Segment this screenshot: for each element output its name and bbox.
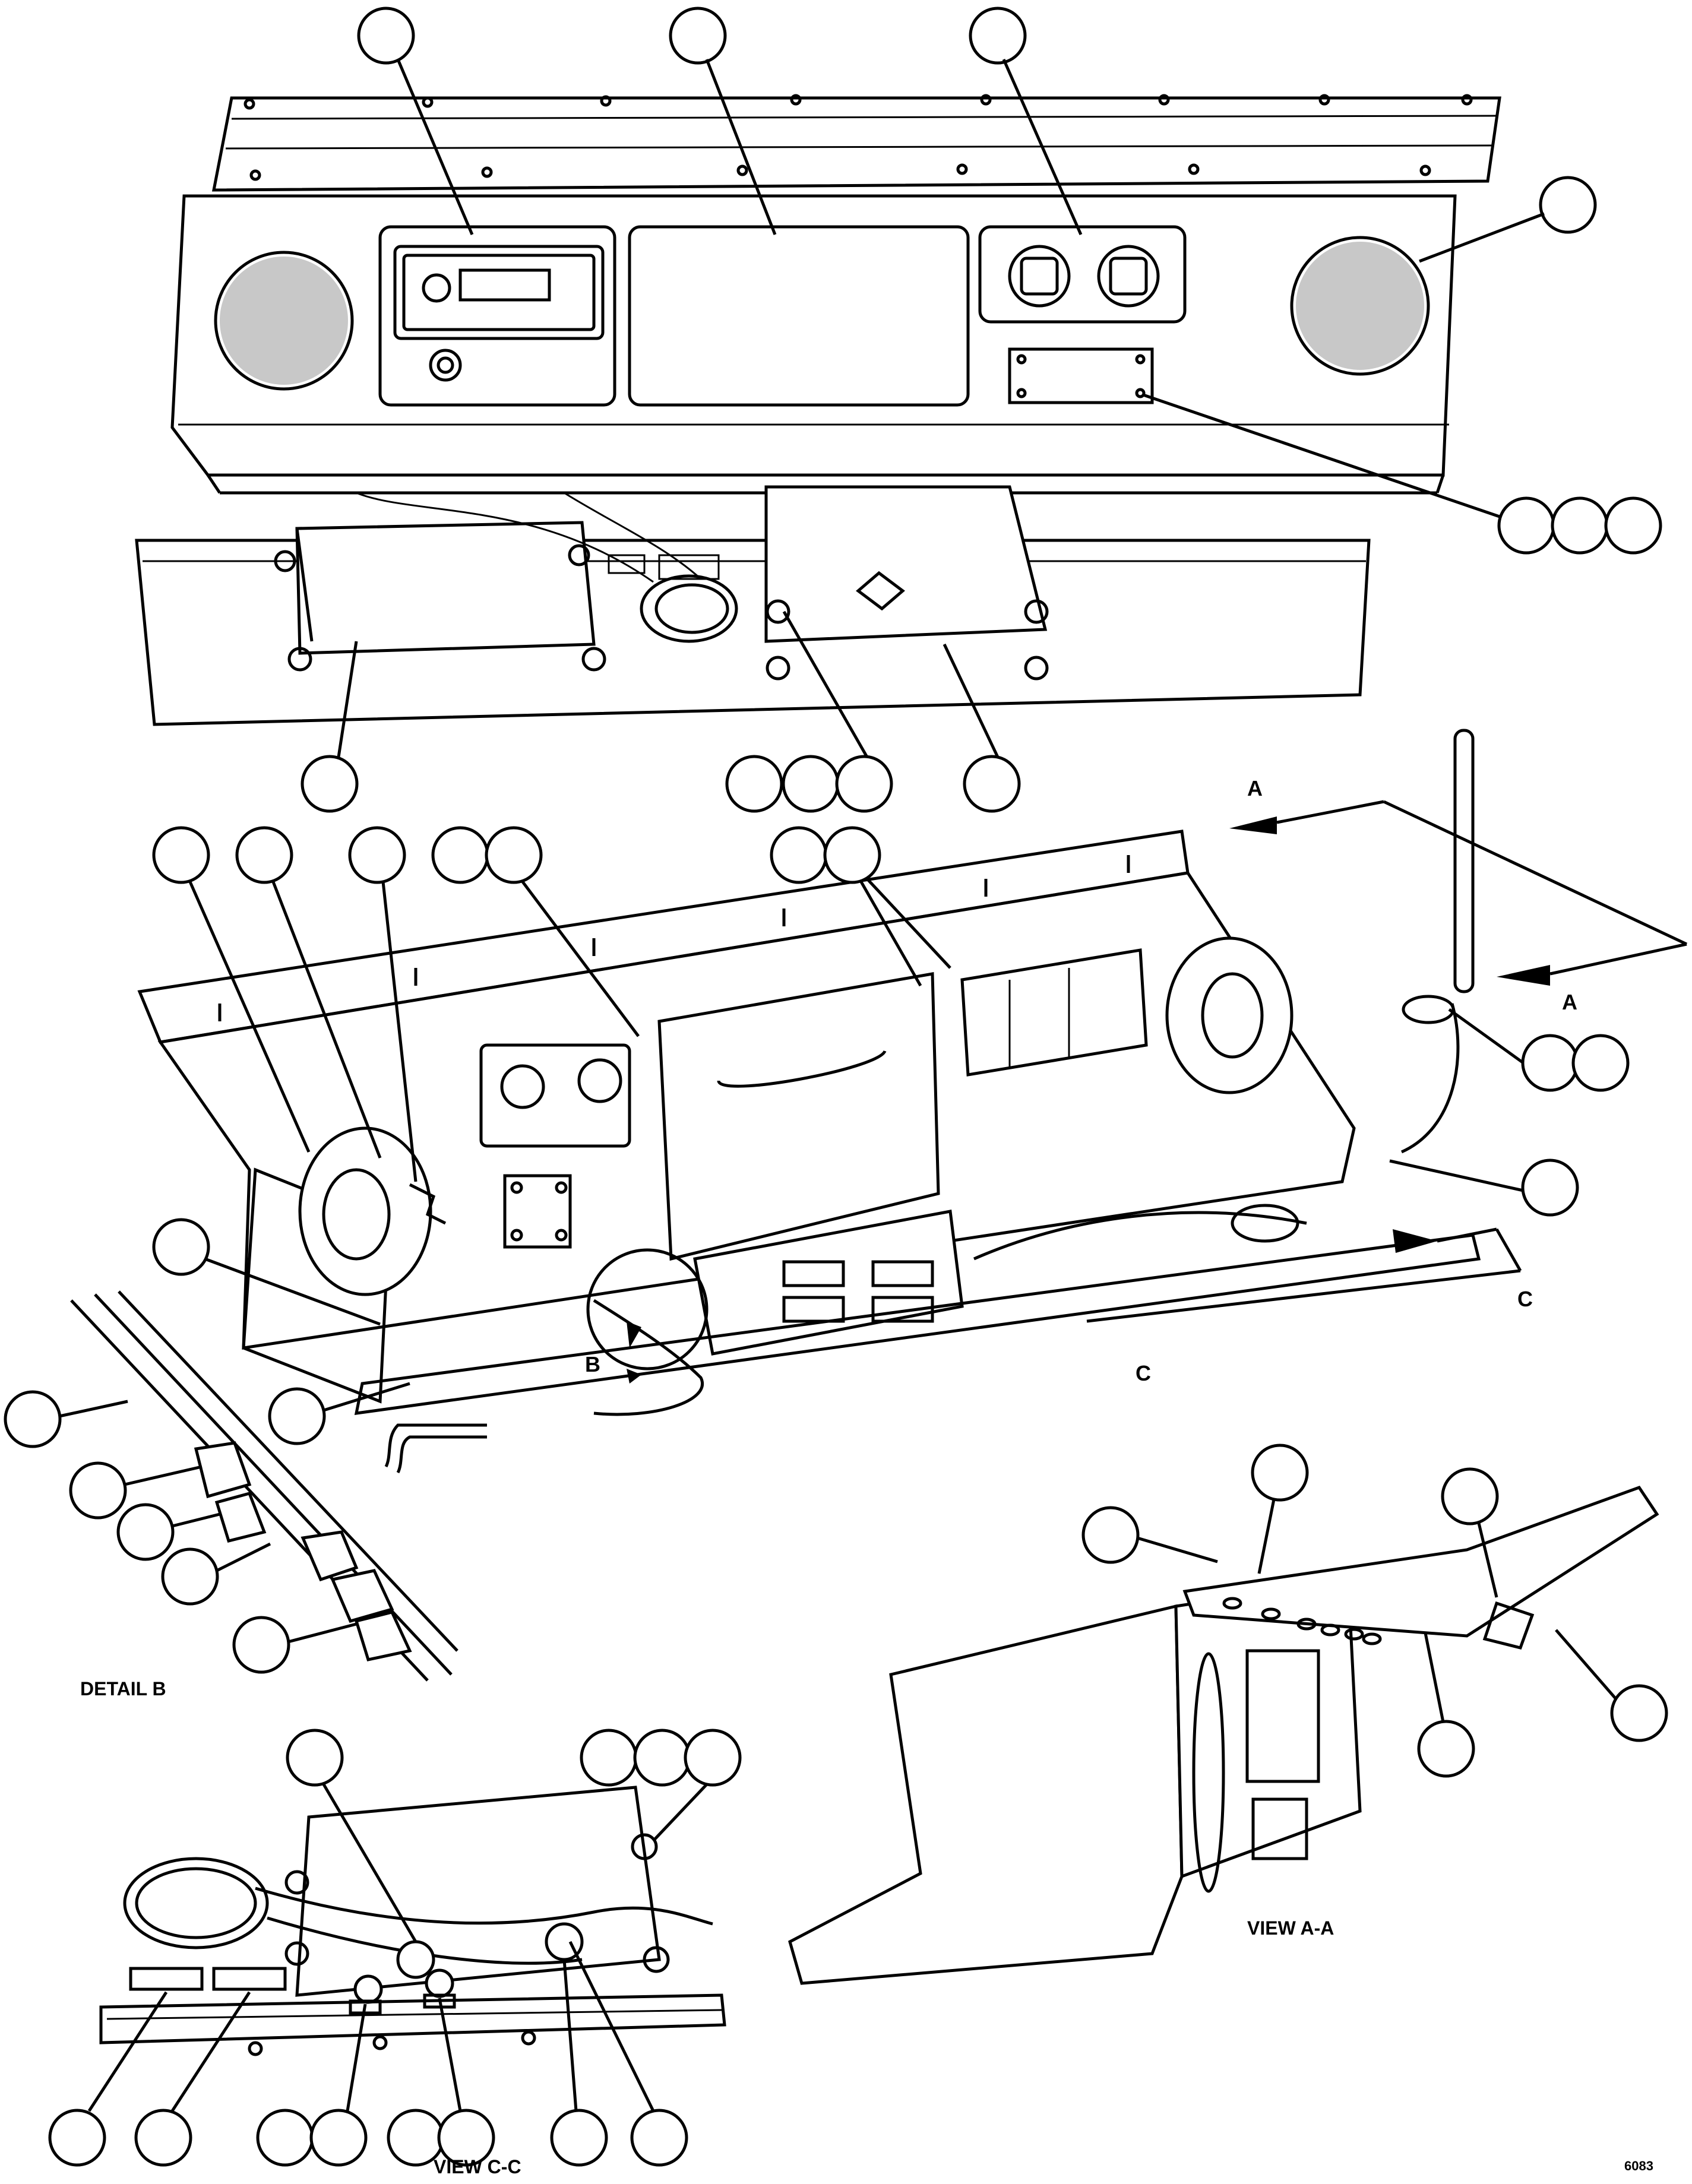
section-c-left-label: C: [1136, 1361, 1151, 1385]
sheet-code: 6083: [1624, 2158, 1653, 2173]
receiver-box: [764, 485, 1049, 680]
section-a-top-label: A: [1247, 776, 1263, 800]
section-a-bottom-label: A: [1562, 990, 1577, 1014]
identification-plate: [1008, 347, 1154, 404]
section-b-label: B: [585, 1352, 600, 1376]
callout-balloons: [4, 7, 1668, 2167]
amplifier-box: [274, 521, 606, 672]
radio-compartment: [378, 225, 616, 407]
section-c-right-label: C: [1517, 1287, 1533, 1311]
console-front-view: [170, 94, 1501, 495]
view-aa-caption: VIEW A-A: [1247, 1917, 1334, 1939]
access-panel: [657, 972, 940, 1261]
antenna-mast: [1400, 729, 1475, 1154]
section-arrows: [627, 800, 1688, 1384]
detail-b-caption: DETAIL B: [80, 1678, 166, 1699]
radio-chassis: [960, 948, 1148, 1077]
cable-bundle: [973, 1204, 1307, 1261]
left-speaker: [298, 1126, 447, 1296]
coiled-cable: [356, 492, 738, 643]
right-speaker-grille: [1290, 236, 1430, 376]
view-cc-caption: VIEW C-C: [434, 2156, 521, 2177]
under-console-tray: [135, 485, 1371, 726]
console-isometric-view: [137, 729, 1688, 1474]
detail-b-circle: [586, 1248, 709, 1370]
view-aa-side: [788, 1485, 1659, 1985]
right-speaker: [1165, 936, 1293, 1094]
blank-panel: [628, 225, 970, 407]
console-studs: [218, 855, 1130, 1021]
detail-b-hose-fitting: [70, 1290, 458, 1682]
rail-screws: [243, 94, 1473, 181]
view-aa-bolts: [1222, 1597, 1382, 1645]
view-cc-cable-routing: [99, 1786, 726, 2056]
gauge-compartment: [978, 225, 1187, 324]
left-speaker-grille: [214, 251, 354, 391]
gauge-housings: [479, 1043, 631, 1249]
